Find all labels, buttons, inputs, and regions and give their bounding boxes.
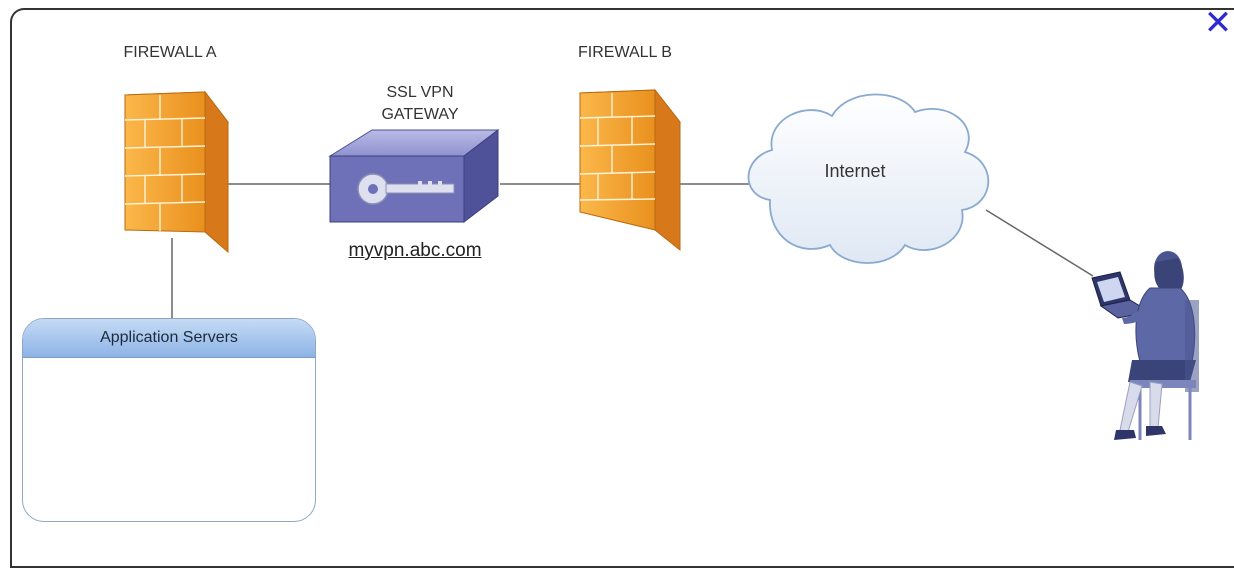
vpn-gateway-label-line2: GATEWAY: [381, 106, 459, 123]
vpn-gateway-icon: [328, 128, 500, 224]
firewall-b-label: FIREWALL B: [578, 44, 672, 61]
close-icon[interactable]: ✕: [1203, 4, 1233, 42]
vpn-gateway-label-line1: SSL VPN: [386, 84, 454, 101]
vpn-gateway-label: SSL VPN GATEWAY: [350, 82, 490, 126]
application-servers-header: Application Servers: [23, 319, 315, 358]
diagram-frame: [10, 8, 1234, 568]
connector-lines: [171, 183, 1094, 318]
internet-label: Internet: [824, 161, 886, 181]
firewall-b-icon: [579, 88, 681, 252]
remote-user-icon: [1091, 251, 1199, 440]
internet-cloud-icon: [747, 93, 990, 264]
application-servers-group: Application Servers: [22, 318, 316, 522]
vpn-gateway-url-link[interactable]: myvpn.abc.com: [348, 240, 482, 261]
firewall-a-icon: [124, 90, 229, 254]
firewall-a-label: FIREWALL A: [123, 44, 217, 61]
key-icon: [357, 173, 455, 205]
